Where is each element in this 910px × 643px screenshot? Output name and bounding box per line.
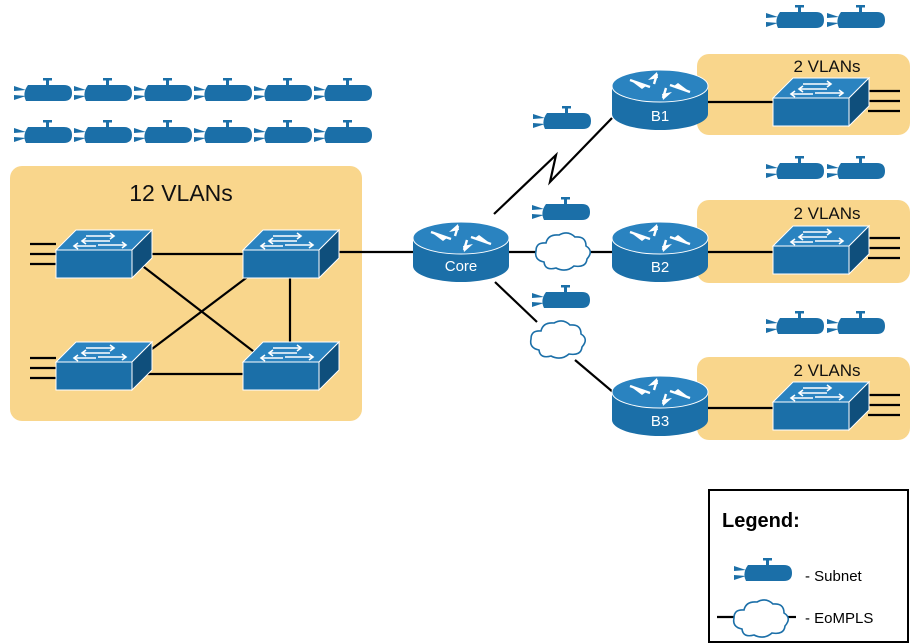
legend-eompls-label: - EoMPLS bbox=[805, 610, 873, 627]
subnet-icon bbox=[194, 78, 252, 101]
core-router-label: Core bbox=[445, 258, 478, 275]
subnet-icon bbox=[134, 120, 192, 143]
cloud-icon bbox=[534, 232, 592, 271]
legend-subnet-label: - Subnet bbox=[805, 568, 863, 585]
cloud-icon bbox=[529, 320, 587, 359]
subnet-icon bbox=[254, 78, 312, 101]
subnet-icon bbox=[74, 120, 132, 143]
legend-title: Legend: bbox=[722, 510, 800, 532]
branch-b1-vlans-label: 2 VLANs bbox=[793, 57, 860, 76]
main-site-vlans-label: 12 VLANs bbox=[129, 180, 233, 206]
subnet-icon bbox=[827, 311, 885, 334]
subnet-icon bbox=[533, 106, 591, 129]
router-b2-label: B2 bbox=[651, 259, 669, 276]
switch-icon bbox=[772, 381, 870, 431]
subnet-icon bbox=[74, 78, 132, 101]
router-b3-label: B3 bbox=[651, 413, 669, 430]
subnet-icon bbox=[14, 78, 72, 101]
subnet-icon bbox=[532, 285, 590, 308]
branch-b3-vlans-label: 2 VLANs bbox=[793, 361, 860, 380]
legend: Legend: - Subnet - EoMPLS bbox=[708, 489, 909, 643]
subnet-icon bbox=[14, 120, 72, 143]
subnet-icon bbox=[766, 5, 824, 28]
switch-icon bbox=[772, 77, 870, 127]
subnet-icon bbox=[532, 197, 590, 220]
subnet-icon bbox=[827, 5, 885, 28]
subnet-icon bbox=[766, 156, 824, 179]
subnet-icon bbox=[827, 156, 885, 179]
subnet-icon bbox=[314, 120, 372, 143]
branch-b2-vlans-label: 2 VLANs bbox=[793, 204, 860, 223]
subnet-icon bbox=[314, 78, 372, 101]
subnet-icon bbox=[194, 120, 252, 143]
subnet-icon bbox=[134, 78, 192, 101]
switch-icon bbox=[55, 229, 153, 279]
router-b1-label: B1 bbox=[651, 108, 669, 125]
switch-icon bbox=[772, 225, 870, 275]
main-site-links bbox=[30, 242, 415, 380]
switch-icon bbox=[242, 229, 340, 279]
main-site-subnets bbox=[14, 78, 372, 143]
switch-icon bbox=[242, 341, 340, 391]
switch-icon bbox=[55, 341, 153, 391]
subnet-icon bbox=[766, 311, 824, 334]
wan-links bbox=[493, 89, 900, 417]
subnet-icon bbox=[254, 120, 312, 143]
